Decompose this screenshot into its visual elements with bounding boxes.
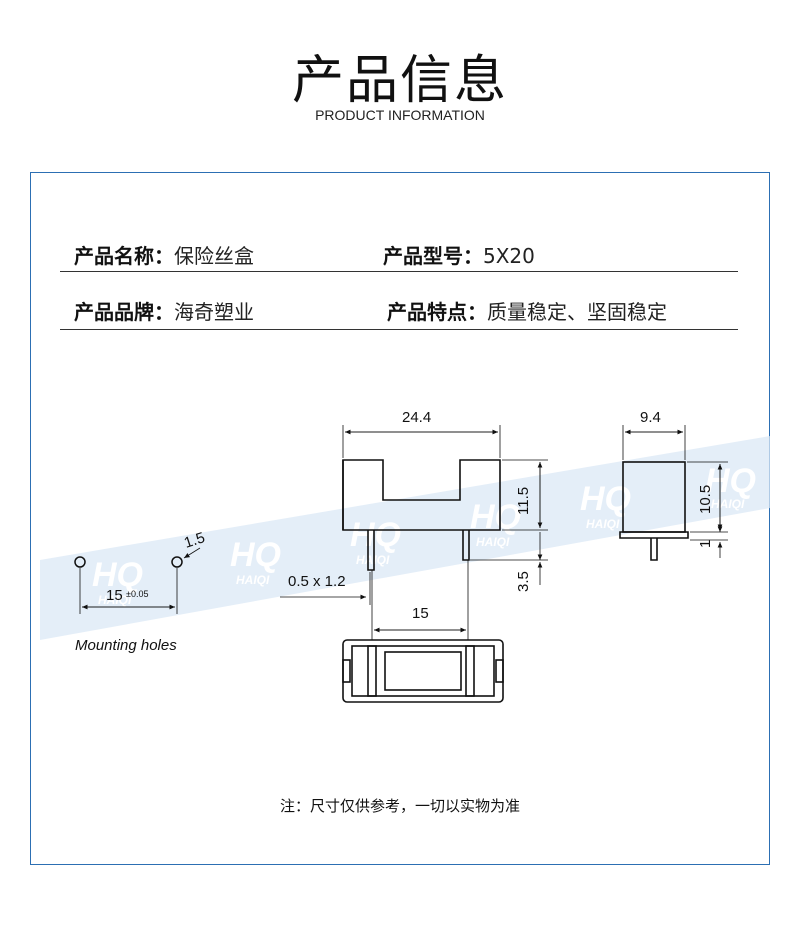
dim-pin-spacing-lines <box>371 560 469 640</box>
info-model-label: 产品型号： <box>383 244 483 268</box>
info-model: 产品型号：5X20 <box>383 240 535 269</box>
top-view <box>342 639 504 703</box>
divider-2 <box>60 329 738 330</box>
front-view <box>342 459 501 571</box>
info-brand-label: 产品品牌： <box>74 300 174 324</box>
dim-length: 24.4 <box>402 409 431 426</box>
side-view <box>619 461 689 561</box>
mounting-holes-label: Mounting holes <box>75 637 177 654</box>
svg-text:HQ: HQ <box>705 462 756 500</box>
svg-text:HQ: HQ <box>230 536 281 574</box>
watermark-band <box>40 436 770 640</box>
dim-height: 11.5 <box>515 487 532 515</box>
info-brand: 产品品牌：海奇塑业 <box>74 296 254 325</box>
svg-text:HQ: HQ <box>92 556 143 594</box>
dim-pin-spacing: 15 <box>412 605 429 622</box>
dim-length-lines <box>342 425 501 458</box>
svg-text:HAIQI: HAIQI <box>356 553 390 567</box>
info-frame <box>30 172 770 865</box>
info-feature-label: 产品特点： <box>387 300 487 324</box>
dim-hole-tolerance: ±0.05 <box>126 589 148 599</box>
info-model-value: 5X20 <box>483 244 535 268</box>
svg-text:HAIQI: HAIQI <box>98 593 132 607</box>
svg-text:HAIQI: HAIQI <box>586 517 620 531</box>
svg-text:HQ: HQ <box>350 516 401 554</box>
svg-text:HAIQI: HAIQI <box>711 497 745 511</box>
dim-pin-size: 0.5 x 1.2 <box>288 573 346 590</box>
dim-side-lines <box>622 425 728 558</box>
info-feature: 产品特点：质量稳定、坚固稳定 <box>387 296 667 325</box>
dim-side-width: 9.4 <box>640 409 661 426</box>
dim-hole-dia: 1.5 <box>182 529 207 552</box>
dim-side-offset: 1 <box>697 540 714 548</box>
footnote: 注：尺寸仅供参考，一切以实物为准 <box>279 797 520 815</box>
svg-text:HAIQI: HAIQI <box>236 573 270 587</box>
info-feature-value: 质量稳定、坚固稳定 <box>487 300 667 324</box>
info-name-label: 产品名称： <box>74 244 174 268</box>
dim-pin-length: 3.5 <box>515 571 532 592</box>
info-name: 产品名称：保险丝盒 <box>74 240 254 269</box>
info-brand-value: 海奇塑业 <box>174 300 254 324</box>
dim-hole-spacing: 15 <box>106 587 123 604</box>
page-title: 产品信息 <box>291 51 508 111</box>
mounting-holes <box>74 556 183 568</box>
divider-1 <box>60 271 738 272</box>
svg-text:HAIQI: HAIQI <box>476 535 510 549</box>
info-name-value: 保险丝盒 <box>174 244 254 268</box>
dim-pin-size-lines <box>280 572 371 605</box>
dim-hole-lines <box>79 547 201 614</box>
dim-side-height: 10.5 <box>697 485 714 514</box>
dim-height-lines <box>470 459 548 585</box>
page-subtitle: PRODUCT INFORMATION <box>315 107 485 123</box>
